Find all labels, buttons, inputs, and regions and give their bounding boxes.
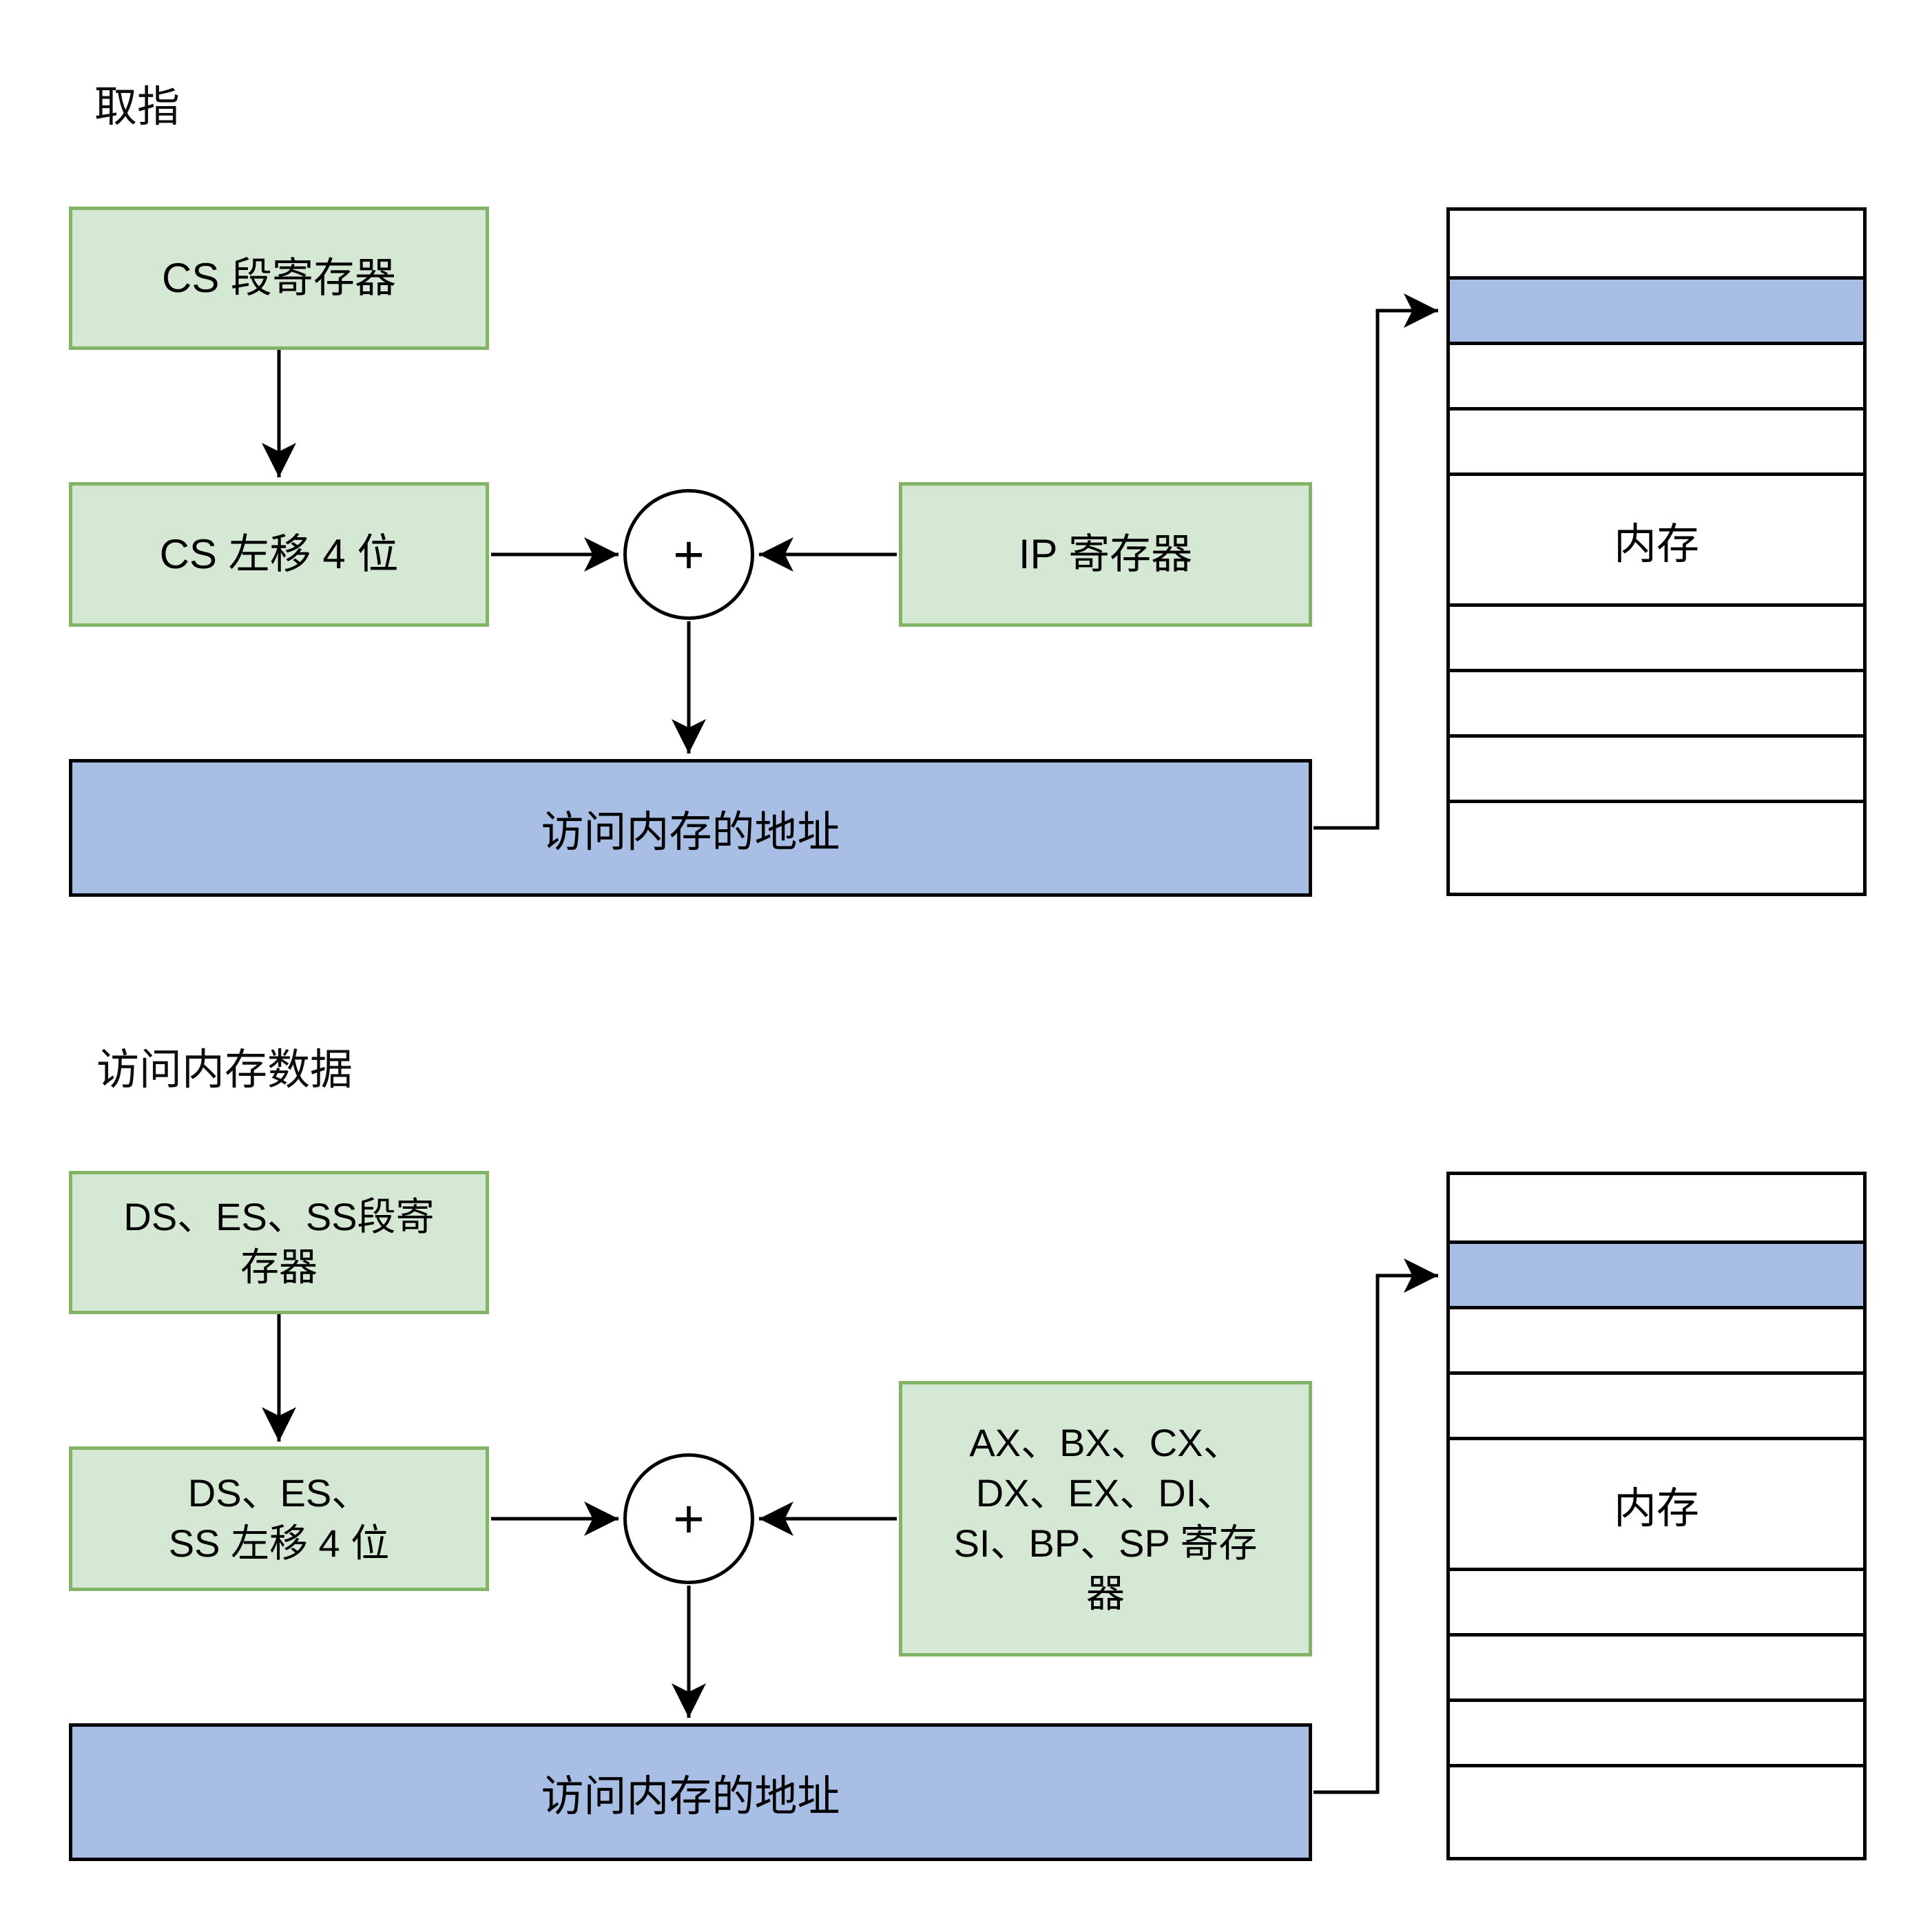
memory-row: [1450, 407, 1863, 472]
adder-circle-2: +: [623, 1453, 754, 1584]
memory-label: 内存: [1613, 520, 1699, 568]
memory-row: [1450, 1764, 1863, 1829]
connector-address-to-memory: [1313, 293, 1438, 830]
memory-label-row: 内存: [1450, 472, 1863, 603]
memory-table: 内存: [1446, 207, 1867, 896]
memory-label-row: 内存: [1450, 1437, 1863, 1568]
fetch-section-title: 取指: [94, 83, 180, 131]
memory-table-2: 内存: [1446, 1172, 1867, 1860]
memory-row: [1450, 603, 1863, 669]
memory-row: [1450, 211, 1863, 276]
memory-row-highlighted: [1450, 1240, 1863, 1306]
memory-row: [1450, 800, 1863, 865]
memory-row: [1450, 669, 1863, 734]
memory-row: [1450, 1175, 1863, 1240]
memory-row: [1450, 342, 1863, 407]
cs-shift-left-box: CS 左移 4 位: [69, 482, 489, 627]
memory-row: [1450, 734, 1863, 800]
memory-label: 内存: [1613, 1484, 1699, 1533]
general-registers-box: AX、BX、CX、 DX、EX、DI、 SI、BP、SP 寄存 器: [899, 1381, 1312, 1656]
data-access-section-title: 访问内存数据: [96, 1046, 353, 1094]
memory-row-highlighted: [1450, 276, 1863, 342]
memory-address-box: 访问内存的地址: [69, 759, 1312, 897]
ip-register-box: IP 寄存器: [899, 482, 1312, 627]
connector-address-to-memory-2: [1313, 1258, 1438, 1794]
adder-circle: +: [623, 489, 754, 620]
memory-row: [1450, 1699, 1863, 1764]
ds-es-ss-shift-left-box: DS、ES、 SS 左移 4 位: [69, 1446, 489, 1591]
plus-icon: +: [673, 523, 705, 585]
memory-address-box-2: 访问内存的地址: [69, 1723, 1312, 1861]
cs-segment-register-box: CS 段寄存器: [69, 207, 489, 350]
plus-icon: +: [673, 1488, 705, 1549]
memory-row: [1450, 1306, 1863, 1371]
memory-row: [1450, 1633, 1863, 1699]
memory-row: [1450, 1371, 1863, 1437]
ds-es-ss-segment-register-box: DS、ES、SS段寄 存器: [69, 1171, 489, 1314]
memory-row: [1450, 1568, 1863, 1633]
